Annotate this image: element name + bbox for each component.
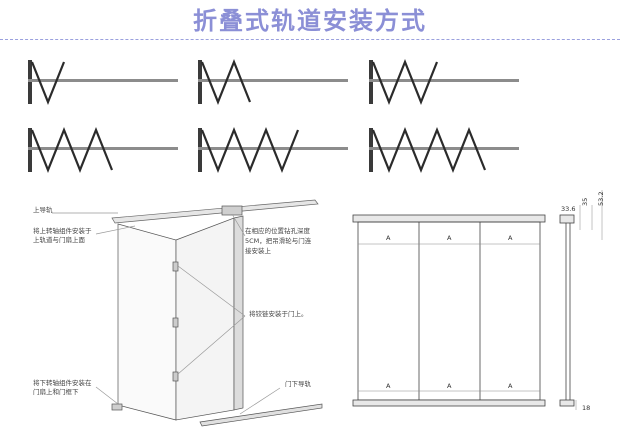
dimension-35: 35 (581, 198, 589, 206)
door-panel-3 (233, 215, 244, 411)
fold-pattern-4 (28, 127, 178, 173)
fold-pattern-2 (198, 59, 348, 105)
label-bottom-pivot-line1: 将下转轴组件安装在 (33, 378, 92, 387)
title-divider (0, 39, 620, 40)
top-pivot-block (221, 205, 243, 216)
side-section-bottom (559, 399, 575, 407)
door-panel-2 (175, 217, 235, 421)
cell-top-3: A (508, 234, 513, 242)
folded-panels (371, 59, 439, 105)
page-title: 折叠式轨道安装方式 (193, 7, 427, 35)
label-bottom-guide: 门下导轨 (285, 379, 312, 388)
perspective-door-drawing (52, 199, 323, 427)
cell-bottom-2: A (447, 382, 452, 390)
label-hinge: 将铰链安装于门上。 (249, 309, 308, 318)
dimension-33-6: 33.6 (561, 205, 575, 213)
folded-panels (200, 59, 252, 105)
elevation-top-track (352, 214, 546, 223)
label-pulley-line1: 在相应的位置钻孔深度 (245, 226, 311, 235)
track-rail (198, 79, 348, 82)
cell-bottom-1: A (386, 382, 391, 390)
hinge-1 (172, 261, 179, 272)
label-pulley-line3: 接安装上 (245, 246, 272, 255)
fold-patterns (28, 59, 519, 173)
hinge-3 (172, 371, 179, 382)
label-bottom-pivot-line2: 门扇上和门框下 (33, 387, 79, 396)
door-panel-1 (117, 223, 177, 421)
fold-pattern-6 (369, 127, 519, 173)
fold-pattern-1 (28, 60, 178, 105)
folded-panels (30, 127, 114, 173)
cell-top-1: A (386, 234, 391, 242)
folded-panels (200, 127, 300, 173)
dimension-53-2: 53.2 (597, 192, 605, 206)
label-top-pivot-line2: 上轨道与门扇上面 (33, 235, 86, 244)
hinge-2 (172, 317, 179, 328)
label-top-pivot-line1: 将上转轴组件安装于 (33, 226, 92, 235)
fold-pattern-5 (198, 127, 348, 173)
label-top-rail: 上导轨 (33, 205, 53, 214)
cell-bottom-3: A (508, 382, 513, 390)
dimension-18: 18 (582, 404, 590, 412)
bottom-pivot (111, 403, 123, 411)
fold-pattern-3 (369, 59, 519, 105)
folded-panels (30, 61, 66, 105)
bottom-guide-rail (199, 403, 323, 427)
elevation-drawing (352, 190, 603, 410)
elevation-frame (357, 221, 541, 401)
side-section-track (559, 214, 575, 224)
elevation-bottom-track (352, 399, 546, 407)
folded-panels (371, 127, 487, 173)
track-rail (369, 79, 519, 82)
top-rail (111, 199, 319, 224)
track-rail (28, 79, 178, 82)
label-pulley-line2: 5CM，把吊滑轮与门连 (245, 236, 312, 245)
cell-top-2: A (447, 234, 452, 242)
